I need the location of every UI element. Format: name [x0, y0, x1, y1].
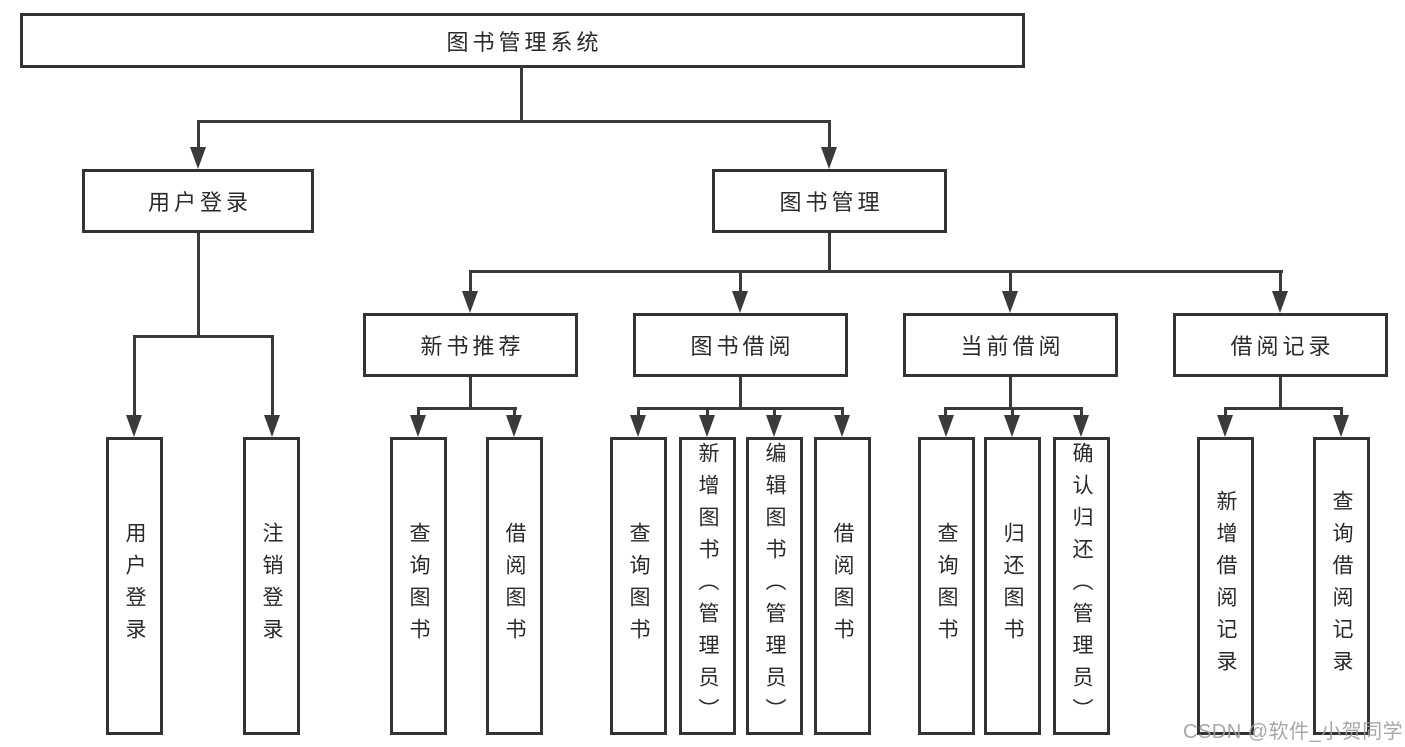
connector-line	[1340, 407, 1343, 419]
arrow-down-icon	[264, 415, 280, 437]
node-book-borrow-label: 图书借阅	[690, 334, 795, 359]
node-book-management-label: 图书管理	[779, 190, 884, 215]
connector-line	[1009, 377, 1012, 410]
node-user-login-label: 用户登录	[147, 190, 252, 215]
connector-line	[271, 335, 274, 419]
node-leaf-bb-borrow-books-label: 借阅图书	[831, 522, 854, 650]
node-root: 图书管理系统	[20, 13, 1025, 68]
node-leaf-cb-query-books: 查询图书	[918, 437, 975, 735]
connector-line	[637, 407, 640, 419]
arrow-down-icon	[462, 291, 478, 313]
node-leaf-br-query-record: 查询借阅记录	[1313, 437, 1370, 735]
connector-line	[469, 377, 472, 410]
arrow-down-icon	[630, 415, 646, 437]
connector-line	[1279, 270, 1282, 296]
arrow-down-icon	[699, 415, 715, 437]
node-leaf-logout: 注销登录	[243, 437, 300, 735]
node-current-borrow: 当前借阅	[903, 313, 1118, 377]
connector-line	[520, 66, 523, 122]
connector-line	[417, 407, 517, 410]
arrow-down-icon	[1073, 415, 1089, 437]
arrow-down-icon	[1217, 415, 1233, 437]
connector-line	[1009, 270, 1012, 296]
connector-line	[1224, 407, 1227, 419]
node-leaf-nb-query-books-label: 查询图书	[407, 522, 430, 650]
watermark-text: CSDN @软件_小贺同学	[1183, 721, 1404, 743]
node-book-borrow: 图书借阅	[633, 313, 848, 377]
node-current-borrow-label: 当前借阅	[960, 334, 1065, 359]
node-leaf-bb-edit-books-admin-label: 编辑图书（管理员）	[763, 442, 786, 730]
connector-line	[417, 407, 420, 419]
node-leaf-cb-confirm-return-admin-label: 确认归还（管理员）	[1070, 442, 1093, 730]
connector-line	[469, 270, 472, 296]
connector-line	[739, 377, 742, 410]
arrow-down-icon	[1002, 291, 1018, 313]
node-leaf-bb-query-books-label: 查询图书	[627, 522, 650, 650]
connector-line	[513, 407, 516, 419]
node-leaf-bb-add-books-admin: 新增图书（管理员）	[679, 437, 736, 735]
node-leaf-user-login: 用户登录	[106, 437, 163, 735]
arrow-down-icon	[766, 415, 782, 437]
node-leaf-bb-add-books-admin-label: 新增图书（管理员）	[696, 442, 719, 730]
node-leaf-br-query-record-label: 查询借阅记录	[1330, 490, 1353, 682]
node-leaf-bb-edit-books-admin: 编辑图书（管理员）	[746, 437, 803, 735]
node-leaf-nb-query-books: 查询图书	[390, 437, 447, 735]
connector-line	[133, 335, 274, 338]
node-borrow-records: 借阅记录	[1173, 313, 1388, 377]
connector-line	[197, 120, 200, 152]
arrow-down-icon	[732, 291, 748, 313]
connector-line	[133, 335, 136, 419]
node-root-label: 图书管理系统	[446, 29, 603, 55]
connector-line	[1224, 407, 1343, 410]
arrow-down-icon	[506, 415, 522, 437]
node-leaf-cb-query-books-label: 查询图书	[935, 522, 958, 650]
connector-line	[1080, 407, 1083, 419]
node-leaf-bb-query-books: 查询图书	[610, 437, 667, 735]
arrow-down-icon	[938, 415, 954, 437]
node-leaf-logout-label: 注销登录	[260, 522, 283, 650]
node-leaf-bb-borrow-books: 借阅图书	[814, 437, 871, 735]
arrow-down-icon	[1272, 291, 1288, 313]
connector-line	[1279, 377, 1282, 410]
node-leaf-br-add-record-label: 新增借阅记录	[1214, 490, 1237, 682]
connector-line	[828, 233, 831, 273]
connector-line	[706, 407, 709, 419]
node-leaf-br-add-record: 新增借阅记录	[1197, 437, 1254, 735]
connector-line	[197, 233, 200, 338]
node-book-management: 图书管理	[712, 169, 947, 233]
arrow-down-icon	[834, 415, 850, 437]
node-leaf-user-login-label: 用户登录	[123, 522, 146, 650]
node-leaf-cb-return-books: 归还图书	[984, 437, 1041, 735]
connector-line	[1011, 407, 1014, 419]
arrow-down-icon	[190, 147, 206, 169]
node-leaf-cb-confirm-return-admin: 确认归还（管理员）	[1053, 437, 1110, 735]
connector-line	[739, 270, 742, 296]
node-leaf-cb-return-books-label: 归还图书	[1001, 522, 1024, 650]
connector-line	[773, 407, 776, 419]
arrow-down-icon	[1333, 415, 1349, 437]
node-borrow-records-label: 借阅记录	[1230, 334, 1335, 359]
connector-line	[197, 120, 831, 123]
node-new-book-recommend-label: 新书推荐	[420, 334, 525, 359]
node-leaf-nb-borrow-books-label: 借阅图书	[503, 522, 526, 650]
arrow-down-icon	[410, 415, 426, 437]
arrow-down-icon	[1004, 415, 1020, 437]
connector-line	[841, 407, 844, 419]
connector-line	[944, 407, 947, 419]
arrow-down-icon	[126, 415, 142, 437]
arrow-down-icon	[821, 147, 837, 169]
node-user-login: 用户登录	[82, 169, 314, 233]
node-leaf-nb-borrow-books: 借阅图书	[486, 437, 543, 735]
connector-line	[828, 120, 831, 152]
connector-line	[469, 270, 1283, 273]
connector-line	[637, 407, 843, 410]
node-new-book-recommend: 新书推荐	[363, 313, 578, 377]
